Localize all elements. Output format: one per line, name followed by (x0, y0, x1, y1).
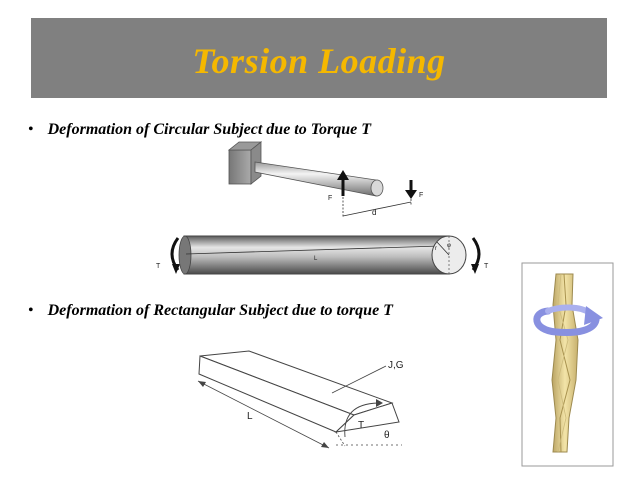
force-arrowhead-down (405, 190, 417, 199)
twisted-bar-figure (521, 262, 614, 467)
rod-end (370, 179, 384, 197)
shaft-twist-line (185, 245, 441, 255)
shaft-figure: T L r φ T (156, 235, 489, 275)
props-label: J,G (388, 360, 404, 371)
wall-block (228, 149, 252, 185)
angle-label-shaft: φ (447, 243, 451, 249)
length-dimension-line (197, 380, 330, 449)
plate-end-face (334, 402, 400, 433)
plate-torque-label: T (358, 420, 364, 431)
twist-edge-line (557, 273, 569, 453)
twist-edge-line (559, 273, 571, 453)
bullet-text-circular: Deformation of Circular Subject due to T… (47, 121, 372, 138)
plate-torque-arrowhead (376, 399, 383, 407)
torque-label-left: T (156, 263, 161, 270)
slide-title: Torsion Loading (192, 41, 446, 81)
force-label-right: F (419, 192, 423, 199)
length-arrowhead (198, 381, 206, 387)
radius-label: r (435, 246, 437, 252)
rotation-arrow-icon (533, 307, 600, 336)
distance-dimension-line (342, 201, 412, 217)
length-arrowhead (321, 442, 329, 448)
force-label-left: F (328, 195, 332, 202)
shaft-length-label: L (314, 256, 318, 262)
shaft-radius-line (436, 241, 450, 256)
angle-twist-line (335, 431, 346, 447)
cantilever-figure: F F d (227, 141, 423, 218)
bullet-text-rectangular: Deformation of Rectangular Subject due t… (47, 302, 393, 319)
bullet-rectangular: • Deformation of Rectangular Subject due … (28, 302, 393, 320)
plate-figure: J,G L T θ (197, 350, 404, 449)
shaft-left-end (178, 235, 192, 275)
plate-angle-label: θ (384, 430, 390, 441)
distance-label: d (372, 208, 376, 217)
shaft-body (183, 235, 450, 275)
force-arrowhead-up (337, 170, 349, 180)
torque-label-right: T (484, 263, 489, 270)
bullet-dot: • (28, 121, 34, 138)
bullet-circular: • Deformation of Circular Subject due to … (28, 121, 371, 139)
torque-arrowhead-left (172, 264, 180, 274)
plate-length-label: L (247, 411, 253, 422)
props-leader-line (331, 365, 387, 394)
title-bar: Torsion Loading (31, 18, 607, 98)
torque-arrowhead-right (471, 264, 479, 274)
plate-torque-arc (344, 402, 379, 438)
bullet-dot: • (28, 302, 34, 319)
cantilever-rod (254, 161, 383, 197)
rotation-arrowhead (584, 306, 603, 325)
